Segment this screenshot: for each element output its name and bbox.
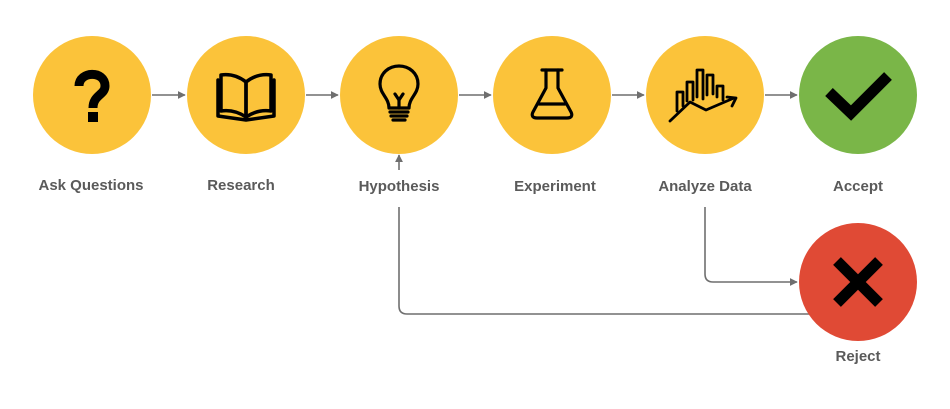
step-research-label: Research bbox=[207, 177, 275, 194]
step-experiment-label: Experiment bbox=[514, 178, 596, 195]
lightbulb-icon bbox=[378, 64, 420, 122]
step-experiment-circle bbox=[493, 36, 611, 154]
step-accept-label: Accept bbox=[832, 178, 884, 195]
step-ask-label: Ask Questions bbox=[38, 177, 144, 194]
step-analyze-label: Analyze Data bbox=[658, 178, 752, 195]
step-hypothesis-circle bbox=[340, 36, 458, 154]
x-mark-icon bbox=[833, 257, 883, 307]
step-reject-label: Reject bbox=[835, 348, 881, 365]
step-accept-circle bbox=[799, 36, 917, 154]
step-hypothesis-label: Hypothesis bbox=[358, 178, 440, 195]
question-mark-icon bbox=[74, 69, 110, 122]
connector-reject-to-hypothesis bbox=[398, 207, 810, 315]
checkmark-icon bbox=[825, 72, 892, 121]
connector-analyze-to-reject bbox=[704, 207, 798, 286]
connectors bbox=[152, 91, 810, 315]
step-ask-circle bbox=[33, 36, 151, 154]
open-book-icon bbox=[216, 72, 276, 122]
flask-icon bbox=[530, 68, 574, 120]
bar-chart-trend-icon bbox=[668, 68, 738, 123]
step-analyze-circle bbox=[646, 36, 764, 154]
